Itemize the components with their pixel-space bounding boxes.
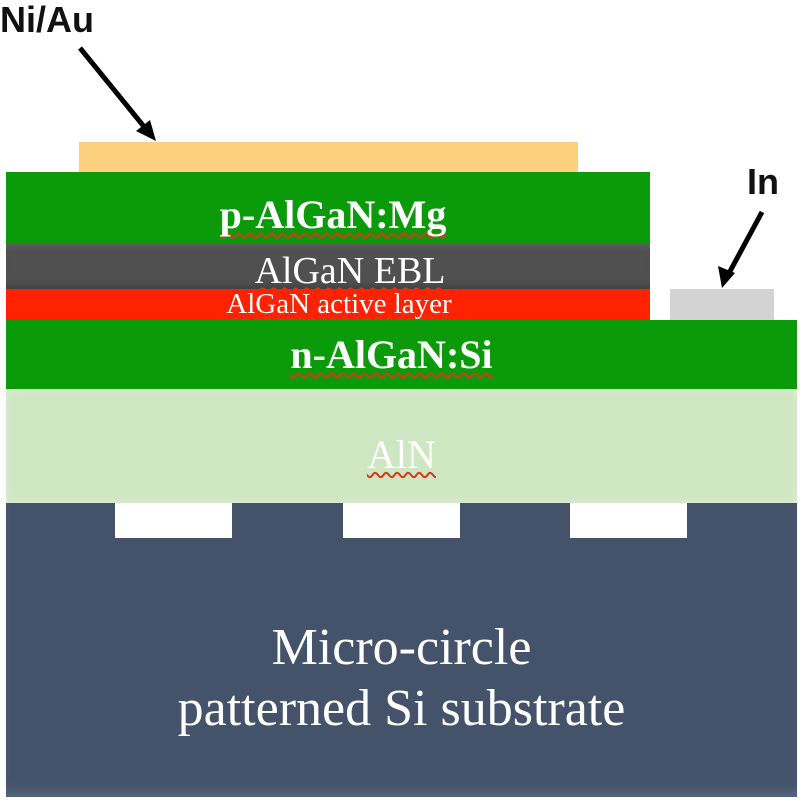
pattern-notch: [343, 503, 460, 538]
si-substrate: Micro-circle patterned Si substrate: [6, 503, 797, 797]
algan-ebl-layer: AlGaN EBL: [6, 243, 650, 292]
substrate-label-line1: Micro-circle: [271, 618, 532, 676]
aln-layer-label: AlN: [367, 431, 436, 477]
algan-active-layer: AlGaN active layer: [6, 289, 650, 320]
ebl-label-text: AlGaN EBL: [254, 250, 446, 292]
pattern-notch: [570, 503, 687, 538]
n-algan-si-layer: n-AlGaN:Si: [6, 320, 797, 389]
n-layer-label: n-AlGaN:Si: [290, 332, 493, 377]
in-arrow-icon: [718, 210, 765, 288]
aln-layer: AlN: [6, 389, 797, 503]
ni-au-contact: [79, 142, 578, 172]
active-layer-label: AlGaN active layer: [226, 288, 452, 320]
pattern-notch: [115, 503, 232, 538]
in-label: In: [747, 161, 779, 202]
p-layer-label: p-AlGaN:Mg: [219, 192, 447, 237]
ebl-layer-label: AlGaN EBL: [254, 249, 445, 293]
substrate-label-line2: patterned Si substrate: [177, 680, 626, 737]
in-contact: [670, 289, 774, 320]
p-algan-mg-layer: p-AlGaN:Mg: [6, 172, 650, 243]
ni-au-label: Ni/Au: [0, 0, 94, 40]
ni-au-arrow-icon: [78, 46, 156, 141]
